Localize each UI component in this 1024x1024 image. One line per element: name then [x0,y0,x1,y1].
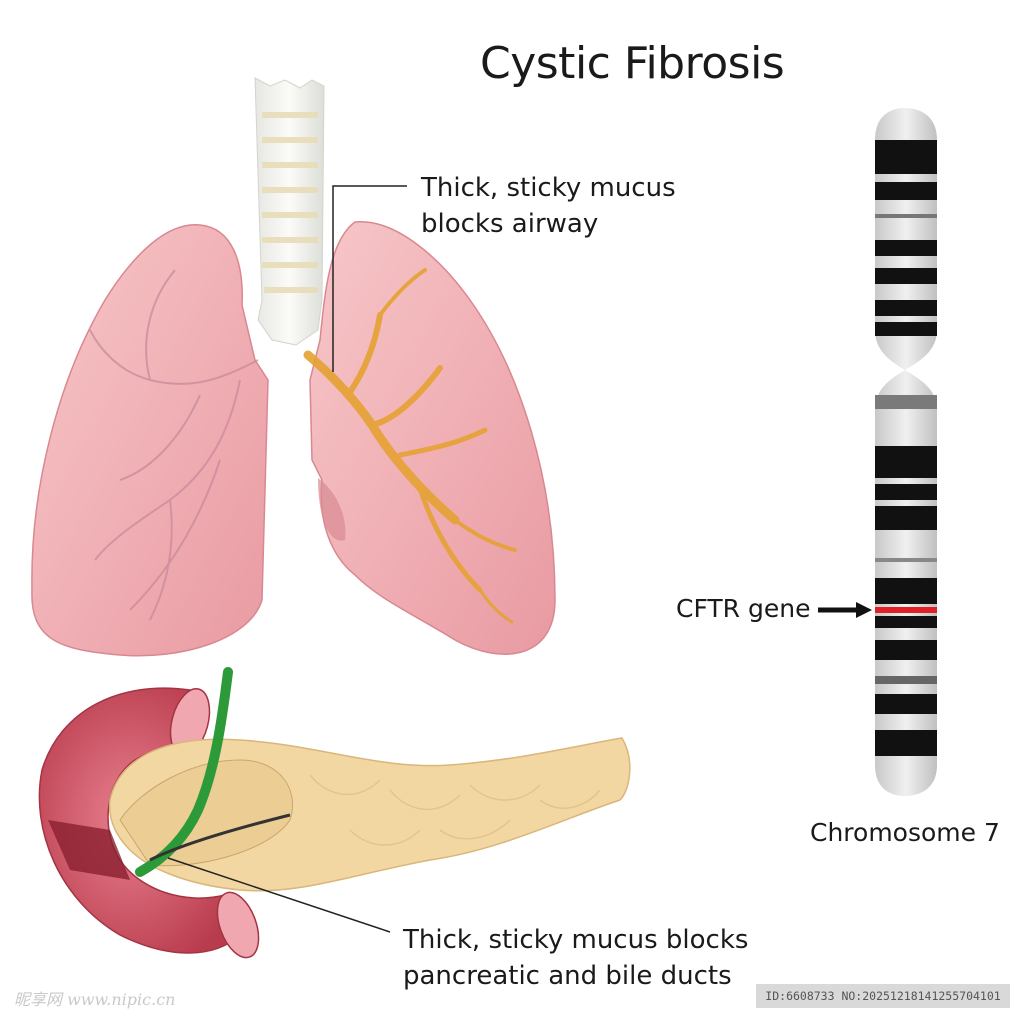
cftr-gene-label: CFTR gene [676,594,811,623]
left-lung [31,224,269,657]
bile-duct [135,667,233,877]
cftr-band [875,607,937,613]
pancreas [108,667,631,892]
chromosome-bands [875,140,937,756]
cftr-arrow [818,602,872,618]
lung-label-line-1: Thick, sticky mucus [421,173,676,203]
pancreas-label-line-1: Thick, sticky mucus blocks [403,925,749,955]
lung-label-line-2: blocks airway [421,209,599,239]
pancreas-label-line-2: pancreatic and bile ducts [403,961,732,991]
trachea [254,77,325,346]
lung-leader-line [332,185,407,372]
watermark-left: 昵享网 www.nipic.cn [14,990,176,1009]
lung-mucus-label: Thick, sticky mucus blocks airway [421,170,676,242]
duodenum [38,687,260,959]
chromosome-7 [875,108,937,796]
chromosome-label: Chromosome 7 [810,818,1000,847]
right-lung [303,221,556,655]
watermark-id-badge: ID:6608733 NO:20251218141255704101 [756,984,1010,1008]
mucus-bronchi [303,268,517,624]
diagram-title: Cystic Fibrosis [480,38,785,89]
pancreas-mucus-label: Thick, sticky mucus blocks pancreatic an… [403,922,748,994]
pancreas-leader-line [167,857,391,933]
